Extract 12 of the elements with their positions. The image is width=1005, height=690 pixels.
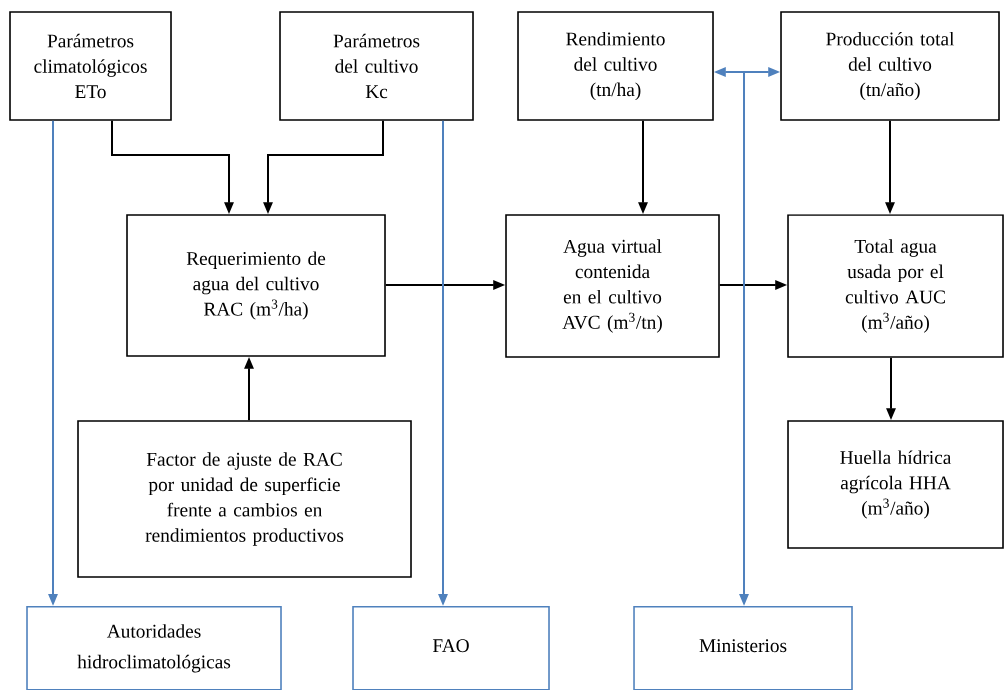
- process-box: Factor de ajuste de RAC por unidad de superficie frente a cambios en rendimientos productivos: [77, 420, 412, 578]
- process-box: Producción total del cultivo (tn/año): [780, 11, 1000, 121]
- process-box: Rendimiento del cultivo (tn/ha): [517, 11, 714, 121]
- process-box: Parámetros climatológicos ETo: [9, 11, 172, 121]
- source-box: Ministerios: [633, 606, 853, 690]
- process-box: Agua virtual contenida en el cultivo AVC (m$^{3}$/tn): [505, 214, 720, 358]
- process-box: Parámetros del cultivo Kc: [279, 11, 474, 121]
- source-box: FAO: [352, 606, 550, 690]
- process-box: Huella hídrica agrícola HHA (m$^{3}$/año): [787, 420, 1004, 549]
- process-box: Total agua usada por el cultivo AUC (m$^{3}$/año): [787, 214, 1004, 358]
- source-box: Autoridades hidroclimatológicas: [26, 606, 282, 690]
- process-box: Requerimiento de agua del cultivo RAC (m$^{3}$/ha): [126, 214, 386, 357]
